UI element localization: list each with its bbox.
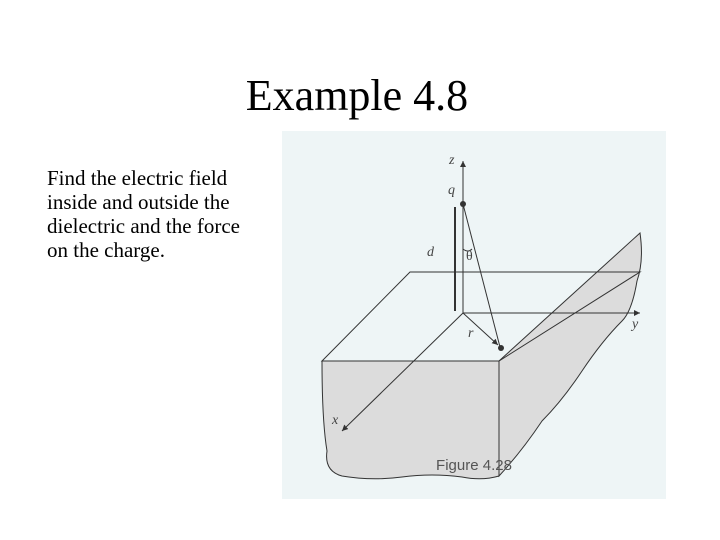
y-axis-label: y	[632, 317, 639, 332]
figure-caption: Figure 4.28	[436, 457, 512, 474]
problem-line: Find the electric field	[47, 166, 228, 190]
distance-label: d	[427, 245, 434, 260]
charge-label: q	[448, 183, 455, 198]
slide-title: Example 4.8	[245, 71, 469, 120]
dielectric-figure: z q d θ r y x Figure 4.28	[282, 131, 666, 499]
problem-line: dielectric and the force	[47, 214, 240, 238]
z-axis-label: z	[449, 153, 455, 168]
x-axis-label: x	[332, 413, 339, 428]
problem-line: on the charge.	[47, 238, 165, 262]
problem-statement: Find the electric field inside and outsi…	[47, 166, 277, 262]
dielectric-diagram	[320, 161, 642, 480]
problem-line: inside and outside the	[47, 190, 230, 214]
radius-label: r	[468, 326, 474, 341]
angle-label: θ	[466, 249, 473, 264]
